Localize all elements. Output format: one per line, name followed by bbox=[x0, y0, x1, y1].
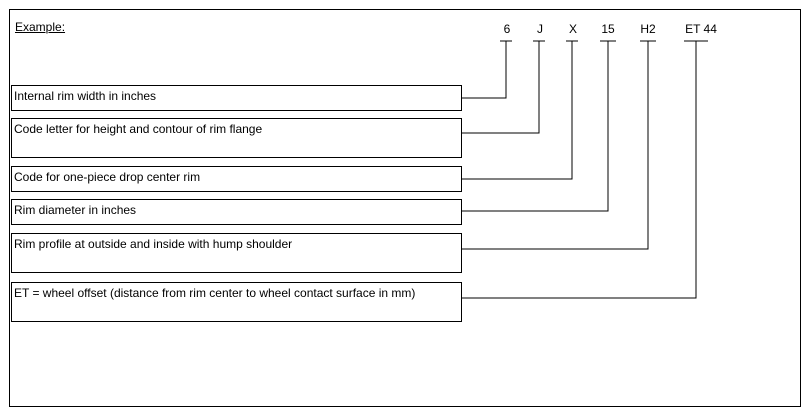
connector-diameter bbox=[462, 41, 609, 212]
connector-drop-center bbox=[462, 41, 573, 180]
desc-hump-profile: Rim profile at outside and inside with h… bbox=[11, 233, 462, 273]
desc-wheel-offset: ET = wheel offset (distance from rim cen… bbox=[11, 282, 462, 322]
desc-drop-center: Code for one-piece drop center rim bbox=[11, 166, 462, 192]
connector-offset bbox=[462, 41, 697, 299]
code-offset: ET 44 bbox=[685, 22, 717, 36]
example-label: Example: bbox=[15, 20, 66, 34]
code-drop-center: X bbox=[568, 22, 577, 36]
connector-flange bbox=[462, 41, 540, 134]
code-hump: H2 bbox=[640, 22, 656, 36]
desc-rim-width: Internal rim width in inches bbox=[11, 85, 462, 111]
code-flange: J bbox=[537, 22, 543, 36]
code-width: 6 bbox=[503, 22, 511, 36]
desc-rim-diameter: Rim diameter in inches bbox=[11, 199, 462, 225]
code-diameter: 15 bbox=[601, 22, 615, 36]
connector-hump bbox=[462, 41, 649, 250]
connector-width bbox=[462, 41, 507, 99]
diagram-frame bbox=[9, 9, 801, 407]
desc-flange-code: Code letter for height and contour of ri… bbox=[11, 118, 462, 158]
